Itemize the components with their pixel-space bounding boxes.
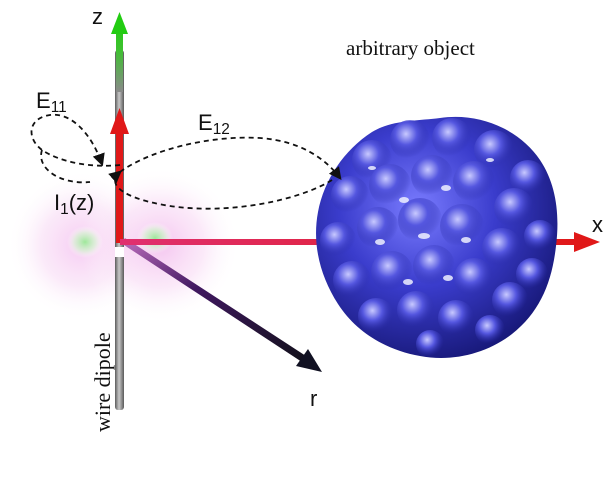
current-label: I1(z) xyxy=(54,190,95,218)
e12-field-path-outgoing xyxy=(119,136,342,181)
r-axis-label: r xyxy=(310,386,318,411)
wire-feed-gap xyxy=(115,247,124,257)
e11-label: E11 xyxy=(36,88,67,116)
e12-label: E12 xyxy=(198,110,230,138)
current-arrow-shaft xyxy=(116,128,123,243)
field-spot-left xyxy=(67,226,103,258)
current-arrow-head xyxy=(110,108,129,134)
z-axis-label: z xyxy=(92,4,103,29)
wire-dipole-label: wire dipole xyxy=(90,332,115,432)
z-axis-shaft xyxy=(116,22,123,92)
x-axis-label: x xyxy=(592,212,603,237)
field-spot-right xyxy=(137,222,173,254)
e11-field-path xyxy=(30,113,121,167)
e11-field-path-lower xyxy=(40,149,91,184)
e12-field-path-return xyxy=(108,170,333,210)
r-axis-shaft xyxy=(121,238,309,364)
arbitrary-object-shape xyxy=(316,116,558,358)
object-title: arbitrary object xyxy=(346,36,475,60)
r-axis-arrowhead xyxy=(296,349,322,372)
x-axis-arrowhead xyxy=(574,232,600,252)
z-axis-arrowhead xyxy=(111,12,128,34)
